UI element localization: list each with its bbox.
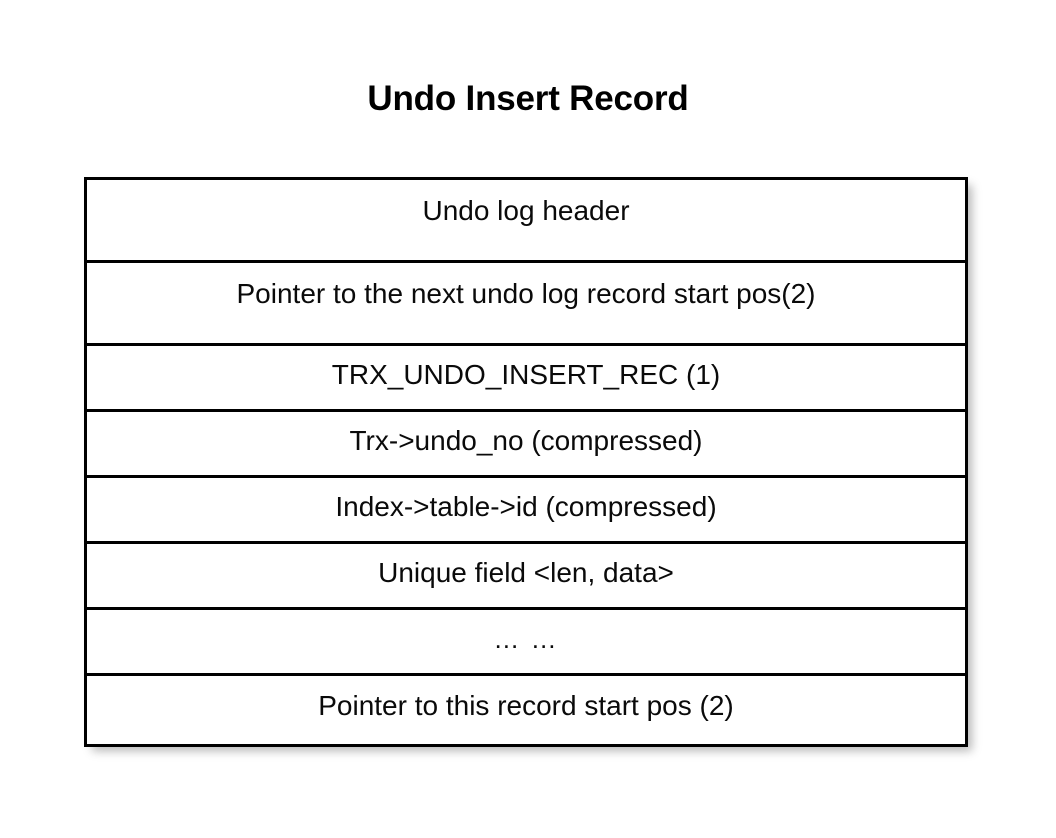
- row-label-unique-field: Unique field <len, data>: [378, 557, 674, 588]
- row-label-ellipsis: … …: [493, 624, 559, 654]
- undo-insert-record-table: Undo log header Pointer to the next undo…: [84, 177, 968, 747]
- row-label-next-record-pointer: Pointer to the next undo log record star…: [236, 278, 816, 309]
- row-label-trx-undo-no: Trx->undo_no (compressed): [349, 425, 703, 456]
- row-label-this-record-pointer: Pointer to this record start pos (2): [318, 690, 734, 721]
- table-row: Trx->undo_no (compressed): [87, 412, 965, 478]
- table-row: Unique field <len, data>: [87, 544, 965, 610]
- row-label-undo-log-header: Undo log header: [422, 195, 630, 226]
- table-row: Pointer to this record start pos (2): [87, 676, 965, 744]
- table-row: … …: [87, 610, 965, 676]
- table-row: TRX_UNDO_INSERT_REC (1): [87, 346, 965, 412]
- row-label-index-table-id: Index->table->id (compressed): [335, 491, 717, 522]
- row-label-trx-undo-insert-rec: TRX_UNDO_INSERT_REC (1): [331, 359, 721, 390]
- table-row: Pointer to the next undo log record star…: [87, 263, 965, 346]
- page-title: Undo Insert Record: [367, 79, 689, 118]
- table-row: Undo log header: [87, 180, 965, 263]
- table-row: Index->table->id (compressed): [87, 478, 965, 544]
